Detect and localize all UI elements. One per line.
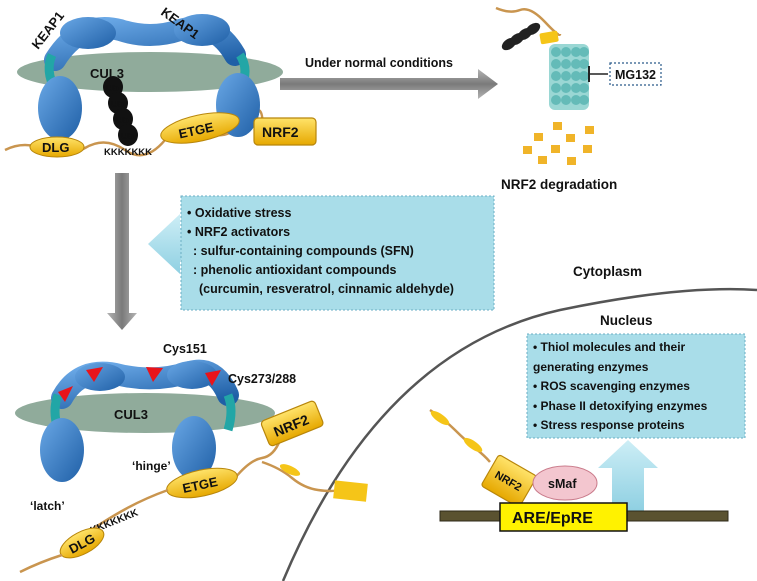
- etge-motif-top: [160, 112, 240, 144]
- gene-line: • Thiol molecules and their: [533, 340, 686, 354]
- target-genes-text: • Thiol molecules and their generating e…: [533, 338, 707, 436]
- dlg-tail-bottom: [19, 553, 63, 574]
- peptide-fragment: [553, 122, 562, 130]
- cytoplasm-label: Cytoplasm: [573, 264, 642, 279]
- released-nrf2-segment: [279, 464, 301, 476]
- ub-label: Ub: [116, 115, 129, 126]
- cyan-arrow-up: [598, 440, 658, 511]
- peptide-fragment: [551, 145, 560, 153]
- cysteine-modification-marker: [146, 367, 163, 382]
- lysine-residues-top: KKKKKKK: [104, 147, 152, 158]
- stress-line: : phenolic antioxidant compounds: [193, 263, 397, 277]
- ubiquitin-chain-proteasome: [501, 22, 541, 51]
- nrf2-peptide-bottom: [234, 439, 282, 479]
- peptide-fragment: [538, 156, 547, 164]
- keap1-kelch-left-bottom: [40, 418, 84, 482]
- peptide-fragment: [583, 145, 592, 153]
- cysteine-modification-marker: [86, 367, 103, 382]
- nrf2-box-bottom: [260, 400, 324, 447]
- latch-label: ‘latch’: [30, 499, 65, 513]
- keap1-bottom-left-head: [75, 363, 125, 391]
- nucleus-label: Nucleus: [600, 313, 653, 328]
- keap1-kelch-right-bottom: [172, 416, 216, 480]
- cul3-scaffold-top: [17, 52, 283, 92]
- cysteine-modification-marker: [205, 370, 221, 386]
- top-keap1-cul3-complex: CUL3 KEAP1 KEAP1 Ub Ub Ub Ub DLG ETGE KK…: [4, 4, 317, 158]
- ub-label: Ub: [111, 99, 124, 110]
- stress-activator-box: [180, 195, 495, 311]
- stress-line: : sulfur-containing compounds (SFN): [193, 244, 414, 258]
- proteasome-group: MG132 NRF2 degradation: [495, 6, 662, 192]
- peptide-fragment: [585, 126, 594, 134]
- peptide-fragment: [566, 134, 575, 142]
- keap1-kelch-left: [38, 76, 82, 140]
- cul3-scaffold-bottom: [15, 393, 275, 433]
- gene-line: • Phase II detoxifying enzymes: [533, 398, 708, 413]
- nuclear-transcription-complex: NRF2 sMaf ARE/EpRE: [429, 408, 729, 532]
- nrf2-degradation-label: NRF2 degradation: [501, 177, 617, 192]
- ub-label: Ub: [121, 131, 134, 142]
- stress-activator-text: • Oxidative stress • NRF2 activators : s…: [187, 204, 454, 299]
- gray-arrow-right: [280, 69, 498, 99]
- ubiquitin-bead: [525, 22, 541, 36]
- bottom-keap1-cul3-complex: CUL3 Cys151 Cys273/288 NRF2 ETGE ‘hinge’…: [15, 342, 324, 574]
- target-genes-box: [526, 333, 746, 439]
- released-nrf2-block: [333, 480, 368, 502]
- normal-conditions-arrow: Under normal conditions: [280, 56, 498, 99]
- normal-conditions-label: Under normal conditions: [305, 56, 453, 70]
- nrf2-box-top: [253, 117, 317, 146]
- stress-line: • NRF2 activators: [187, 225, 291, 239]
- hinge-label: ‘hinge’: [132, 459, 171, 473]
- released-nrf2-peptide: [261, 460, 339, 493]
- cyan-arrow-left: [148, 214, 190, 274]
- gene-line: generating enzymes: [533, 359, 649, 374]
- dlg-label-top: DLG: [42, 140, 69, 155]
- ubiquitin-bead: [118, 124, 138, 146]
- smaf-label: sMaf: [548, 477, 577, 491]
- mg132-box: [609, 62, 662, 86]
- gray-arrow-down: [107, 173, 137, 330]
- nuclear-membrane: [281, 287, 757, 581]
- stress-line: (curcumin, resveratrol, cinnamic aldehyd…: [199, 282, 454, 296]
- nuclear-nrf2-box: [481, 454, 537, 508]
- are-epre-label: ARE/EpRE: [512, 510, 593, 527]
- peptide-fragment: [567, 157, 576, 165]
- gene-line: • ROS scavenging enzymes: [533, 379, 690, 393]
- cul3-label-bottom: CUL3: [114, 407, 148, 422]
- nrf2-fragment-entering: [539, 30, 559, 45]
- keap1-top-right-head: [174, 14, 230, 46]
- peptide-fragment: [523, 146, 532, 154]
- smaf-protein: [532, 465, 598, 501]
- keap1-top-left-head: [60, 17, 116, 49]
- gene-line: • Stress response proteins: [533, 418, 685, 432]
- keap1-bottom-right-head: [167, 361, 217, 389]
- released-nrf2: [261, 460, 368, 502]
- stress-line: • Oxidative stress: [187, 206, 292, 220]
- ubiquitin-chain: Ub Ub Ub Ub: [103, 76, 138, 146]
- ub-label: Ub: [106, 83, 119, 94]
- etge-label-top: ETGE: [177, 119, 215, 141]
- keap1-right-linker-bottom: [223, 393, 236, 432]
- degraded-peptide-fragments: [523, 122, 594, 165]
- cys273-288-label: Cys273/288: [228, 372, 296, 386]
- nrf2-label-top: NRF2: [262, 124, 299, 140]
- mg132-label: MG132: [615, 68, 656, 82]
- cysteine-modification-marker: [58, 386, 73, 402]
- are-epre-box: [499, 502, 628, 532]
- nuclear-nrf2-segment: [430, 410, 450, 426]
- dlg-motif-top: [29, 136, 85, 158]
- cys151-label: Cys151: [163, 342, 207, 356]
- proteasome-barrel: [549, 44, 589, 110]
- etge-label-bottom: ETGE: [181, 474, 219, 496]
- nuclear-nrf2-segment: [463, 437, 483, 453]
- peptide-fragment: [534, 133, 543, 141]
